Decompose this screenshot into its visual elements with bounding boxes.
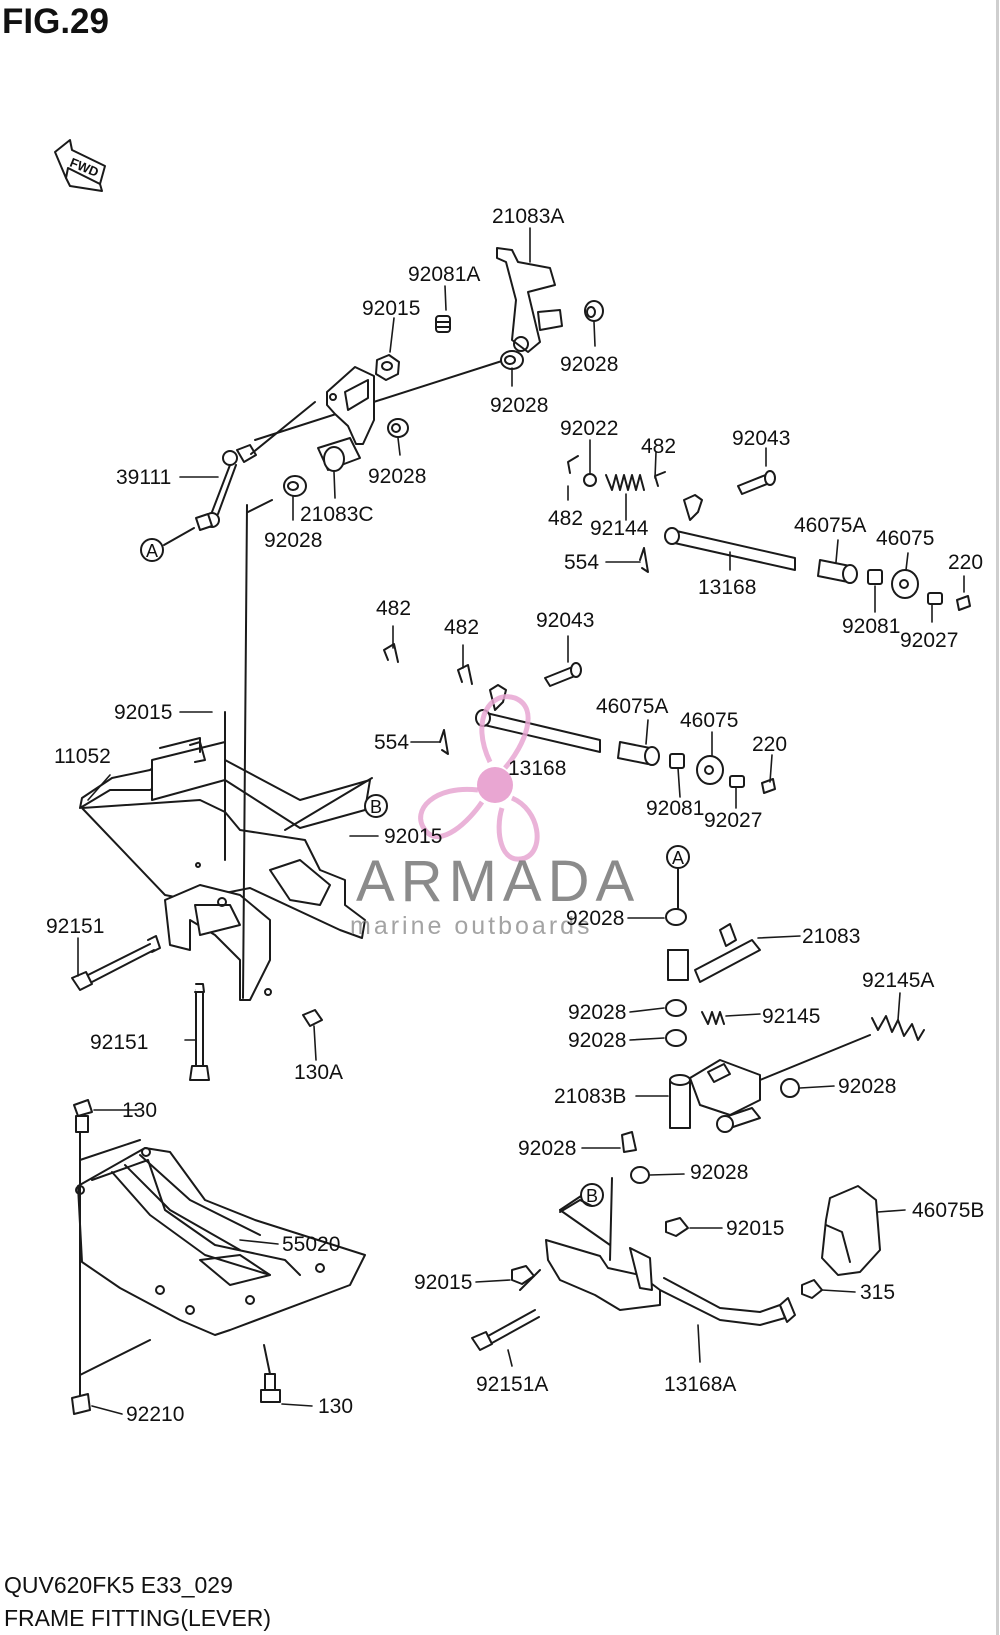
marker-b-upper-label: A <box>146 541 158 561</box>
marker-a-lower-label: A <box>672 848 684 868</box>
callout-482-d: 482 <box>444 616 480 639</box>
callout-482-c: 482 <box>376 597 412 620</box>
callout-92015-lever-b: 92015 <box>414 1271 473 1294</box>
callout-92151-b: 92151 <box>90 1031 149 1054</box>
callout-39111: 39111 <box>116 466 172 489</box>
callout-21083a: 21083A <box>492 205 565 228</box>
callout-92081-mid: 92081 <box>646 797 705 820</box>
callout-92145a: 92145A <box>862 969 935 992</box>
callout-554-upper: 554 <box>564 551 600 574</box>
pedal-shaft-upper <box>567 455 971 611</box>
callout-92144: 92144 <box>590 517 649 540</box>
callout-46075-upper: 46075 <box>876 527 935 550</box>
marker-a-upper <box>364 794 388 818</box>
callout-leaders <box>77 227 965 1415</box>
callout-46075-mid: 46075 <box>680 709 739 732</box>
callout-46075a-mid: 46075A <box>596 695 669 718</box>
callout-92015-upper: 92015 <box>362 297 421 320</box>
callout-21083c: 21083C <box>300 503 374 526</box>
callout-92015-frame: 92015 <box>114 701 173 724</box>
fwd-arrow-icon: FWD <box>54 139 106 192</box>
skid-plate <box>71 1099 366 1415</box>
callout-130-upper: 130 <box>122 1099 158 1122</box>
callout-130-lower: 130 <box>318 1395 354 1418</box>
callout-130a: 130A <box>294 1061 344 1084</box>
callout-55020: 55020 <box>282 1233 341 1256</box>
callout-92043-upper: 92043 <box>732 427 791 450</box>
marker-b-upper <box>140 538 164 562</box>
reference-markers <box>140 527 690 1213</box>
callout-92027-mid: 92027 <box>704 809 763 832</box>
bolts-92151 <box>71 935 323 1081</box>
marker-a-upper-label: B <box>370 797 382 817</box>
callout-92081a: 92081A <box>408 263 481 286</box>
lever-lower-right <box>471 908 925 1351</box>
callout-92022: 92022 <box>560 417 619 440</box>
frame-bracket <box>79 504 373 1001</box>
callout-92027-upper: 92027 <box>900 629 959 652</box>
callout-315: 315 <box>860 1281 896 1304</box>
callout-92145: 92145 <box>762 1005 821 1028</box>
callout-92028-d: 92028 <box>838 1075 897 1098</box>
callout-92028-top: 92028 <box>560 353 619 376</box>
callout-92015-lever-a: 92015 <box>726 1217 785 1240</box>
callout-92151-a: 92151 <box>46 915 105 938</box>
watermark-tagline: marine outboards <box>350 912 593 940</box>
callout-92151a: 92151A <box>476 1373 549 1396</box>
callout-21083b: 21083B <box>554 1085 627 1108</box>
callout-92028-b: 92028 <box>568 1001 627 1024</box>
callout-92028-a: 92028 <box>566 907 625 930</box>
callout-482-a: 482 <box>641 435 677 458</box>
callout-92028-c: 92028 <box>568 1029 627 1052</box>
section-title: FRAME FITTING(LEVER) <box>4 1605 272 1631</box>
callout-92015-bracket: 92015 <box>384 825 443 848</box>
callout-92210: 92210 <box>126 1403 185 1426</box>
callout-482-b: 482 <box>548 507 584 530</box>
shift-arm-upper <box>195 247 604 531</box>
callout-92028-f: 92028 <box>690 1161 749 1184</box>
page-border <box>996 0 999 1635</box>
callout-92028-shaft: 92028 <box>490 394 549 417</box>
callout-554-mid: 554 <box>374 731 410 754</box>
callout-13168-mid: 13168 <box>508 757 567 780</box>
callout-92028-mid: 92028 <box>368 465 427 488</box>
callout-92081-upper: 92081 <box>842 615 901 638</box>
model-code: QUV620FK5 E33_029 <box>4 1572 233 1598</box>
callout-13168-upper: 13168 <box>698 576 757 599</box>
callout-13168a: 13168A <box>664 1373 737 1396</box>
marker-b-lower-label: B <box>586 1186 598 1206</box>
figure-title: FIG.29 <box>2 2 109 41</box>
callout-220-upper: 220 <box>948 551 984 574</box>
callout-46075b: 46075B <box>912 1199 985 1222</box>
callout-92028-low: 92028 <box>264 529 323 552</box>
callout-46075a-upper: 46075A <box>794 514 867 537</box>
callout-21083: 21083 <box>802 925 861 948</box>
callout-220-mid: 220 <box>752 733 788 756</box>
watermark-brand: ARMADA <box>356 849 641 914</box>
callout-92028-e: 92028 <box>518 1137 577 1160</box>
callout-11052: 11052 <box>54 745 111 768</box>
callout-92043-mid: 92043 <box>536 609 595 632</box>
